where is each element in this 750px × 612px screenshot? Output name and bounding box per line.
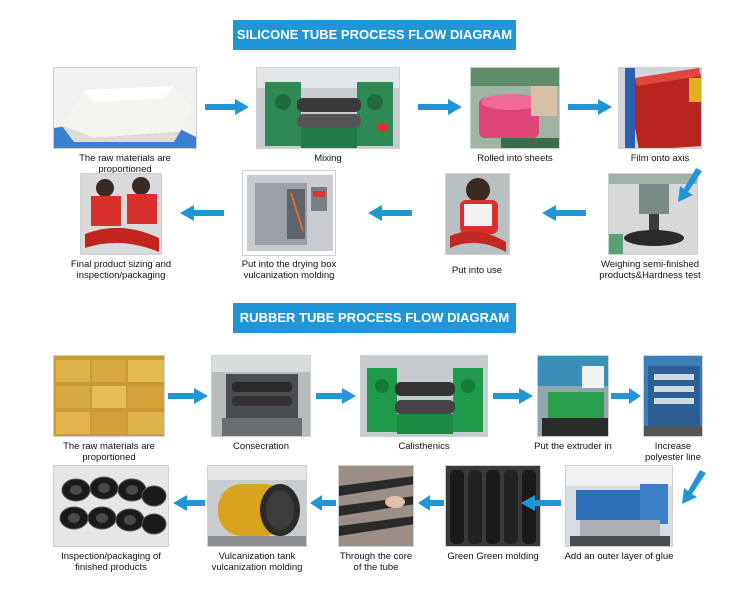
mixing-mill-photo bbox=[256, 67, 400, 149]
film-on-axis-photo bbox=[618, 67, 702, 149]
arrow-right-icon bbox=[611, 388, 641, 404]
rubber-step-1-label: The raw materials are proportioned bbox=[63, 441, 155, 463]
silicone-step-7-label: Put into the drying box vulcanization mo… bbox=[241, 259, 337, 281]
arrow-left-icon bbox=[368, 205, 412, 221]
polyester-line-photo bbox=[643, 355, 703, 437]
raw-material-bales-photo bbox=[53, 355, 165, 437]
rubber-step-8-label: Through the core of the tube bbox=[339, 551, 413, 573]
silicone-step-4-label: Film onto axis bbox=[630, 153, 690, 164]
calisthenics-mill-photo bbox=[360, 355, 488, 437]
outer-glue-extruder-photo bbox=[565, 465, 673, 547]
rolled-sheets-photo bbox=[470, 67, 560, 149]
rubber-title: RUBBER TUBE PROCESS FLOW DIAGRAM bbox=[233, 303, 516, 333]
consecration-machine-photo bbox=[211, 355, 311, 437]
arrow-right-icon bbox=[168, 388, 208, 404]
rubber-step-7-label: Green Green molding bbox=[447, 551, 539, 562]
arrow-right-icon bbox=[205, 99, 249, 115]
hardness-test-photo bbox=[608, 173, 698, 255]
arrow-left-icon bbox=[418, 495, 444, 511]
arrow-left-icon bbox=[180, 205, 224, 221]
drying-box-photo bbox=[242, 170, 336, 256]
tube-core-photo bbox=[338, 465, 414, 547]
arrow-right-icon bbox=[316, 388, 356, 404]
arrow-left-icon bbox=[521, 495, 561, 511]
arrow-down-left-icon bbox=[682, 470, 706, 504]
arrow-left-icon bbox=[173, 495, 205, 511]
green-molding-photo bbox=[445, 465, 541, 547]
rubber-step-3-label: Calisthenics bbox=[398, 441, 450, 452]
silicone-step-2-label: Mixing bbox=[314, 153, 342, 164]
arrow-left-icon bbox=[310, 495, 336, 511]
silicone-step-3-label: Rolled into sheets bbox=[477, 153, 553, 164]
silicone-step-8-label: Final product sizing and inspection/pack… bbox=[70, 259, 172, 281]
arrow-left-icon bbox=[542, 205, 586, 221]
arrow-right-icon bbox=[418, 99, 462, 115]
finished-tubes-photo bbox=[53, 465, 169, 547]
rubber-step-2-label: Consecration bbox=[233, 441, 289, 452]
vulcanization-tank-photo bbox=[207, 465, 307, 547]
inspection-packaging-photo bbox=[80, 173, 162, 255]
silicone-step-6-label: Put into use bbox=[451, 265, 503, 276]
put-into-use-photo bbox=[445, 173, 510, 255]
silicone-title: SILICONE TUBE PROCESS FLOW DIAGRAM bbox=[233, 20, 516, 50]
rubber-step-5-label: Increase polyester line bbox=[645, 441, 701, 463]
rubber-step-6-label: Add an outer layer of glue bbox=[564, 551, 674, 562]
raw-material-block-photo bbox=[53, 67, 197, 149]
silicone-step-5-label: Weighing semi-finished products&Hardness… bbox=[599, 259, 701, 281]
rubber-step-9-label: Vulcanization tank vulcanization molding bbox=[211, 551, 303, 573]
rubber-step-4-label: Put the extruder in bbox=[534, 441, 612, 452]
arrow-right-icon bbox=[493, 388, 533, 404]
silicone-step-1-label: The raw materials are proportioned bbox=[79, 153, 171, 175]
arrow-right-icon bbox=[568, 99, 612, 115]
rubber-step-10-label: Inspection/packaging of finished product… bbox=[61, 551, 161, 573]
arrow-down-left-icon bbox=[678, 168, 702, 202]
extruder-photo bbox=[537, 355, 609, 437]
